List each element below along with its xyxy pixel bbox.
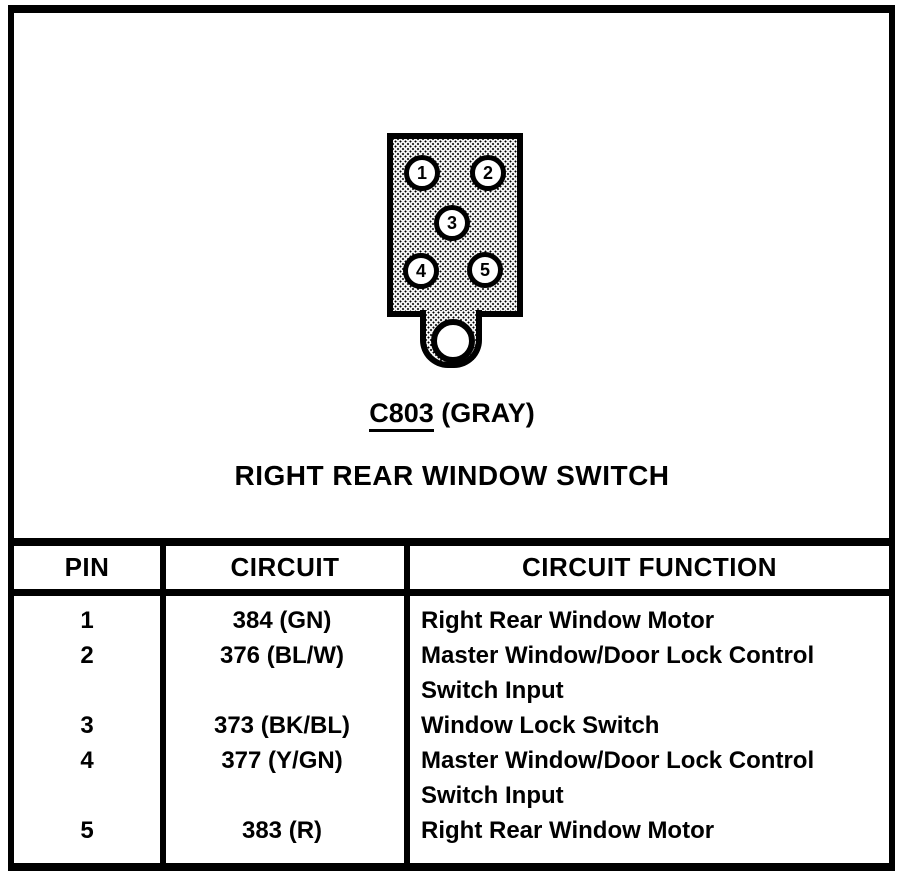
connector-pin-1: 1: [404, 155, 440, 191]
connector-pin-2: 2: [470, 155, 506, 191]
pinout-table-body: 1 384 (GN) Right Rear Window Motor 2 376…: [14, 603, 889, 848]
pin-5-number: 5: [479, 260, 490, 280]
table-column-divider-2: [404, 538, 410, 863]
connector-id-label: C803: [369, 398, 434, 432]
page-border-frame: [8, 5, 895, 871]
column-header-circuit: CIRCUIT: [230, 552, 340, 582]
circuit-cell: 383 (R): [241, 817, 323, 844]
function-cell: Master Window/Door Lock Control Switch I…: [421, 747, 815, 809]
pin-cell: 4: [80, 747, 94, 774]
connector-pin-3: 3: [434, 205, 470, 241]
pin-4-number: 4: [415, 261, 426, 281]
table-column-divider-1: [160, 538, 166, 863]
function-cell: Right Rear Window Motor: [421, 817, 715, 844]
pin-1-number: 1: [416, 163, 427, 183]
circuit-cell: 373 (BK/BL): [213, 712, 351, 739]
circuit-cell: 377 (Y/GN): [221, 747, 343, 774]
column-header-circuit-function: CIRCUIT FUNCTION: [522, 552, 777, 582]
circuit-cell: 384 (GN): [232, 607, 332, 634]
pin-cell: 1: [80, 607, 94, 634]
connector-name-title: RIGHT REAR WINDOW SWITCH: [234, 460, 670, 491]
function-cell: Master Window/Door Lock Control Switch I…: [421, 642, 815, 704]
function-cell: Window Lock Switch: [421, 712, 660, 739]
pin-3-number: 3: [446, 213, 457, 233]
table-top-rule: [14, 538, 889, 546]
pin-cell: 2: [80, 642, 94, 669]
pin-2-number: 2: [482, 163, 493, 183]
connector-id-caption: C803 (GRAY): [14, 398, 890, 432]
column-header-pin: PIN: [64, 552, 110, 582]
connector-pin-5: 5: [467, 252, 503, 288]
pin-cell: 5: [80, 817, 94, 844]
function-cell: Right Rear Window Motor: [421, 607, 715, 634]
locking-tab-hole: [431, 319, 475, 363]
circuit-cell: 376 (BL/W): [219, 642, 344, 669]
connector-color-label: (GRAY): [433, 398, 535, 428]
table-header-rule: [14, 589, 889, 596]
connector-pin-4: 4: [403, 253, 439, 289]
pin-cell: 3: [80, 712, 94, 739]
